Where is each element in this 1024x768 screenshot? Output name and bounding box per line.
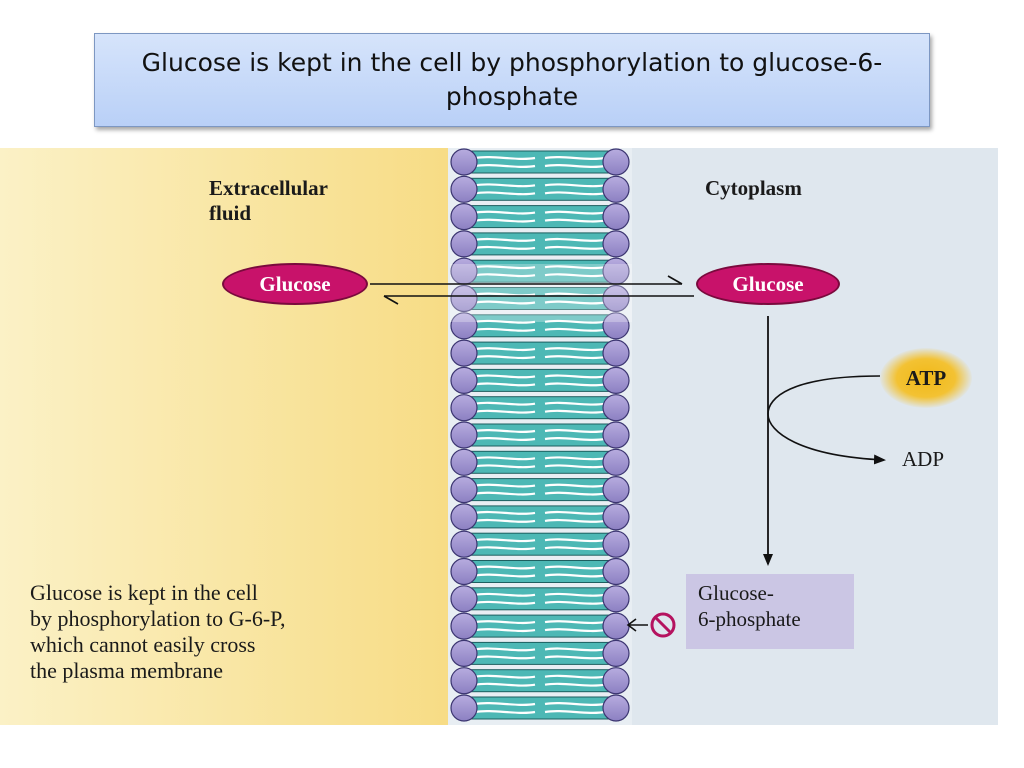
lipid-row — [450, 257, 630, 285]
lipid-row — [450, 612, 630, 640]
lipid-row — [450, 394, 630, 422]
glucose-inside-pill: Glucose — [696, 263, 840, 305]
lipid-row — [450, 448, 630, 476]
extracellular-label-line2: fluid — [209, 201, 252, 225]
lipid-row — [450, 585, 630, 613]
g6p-line1: Glucose- — [698, 581, 774, 605]
diagram-graphics — [0, 148, 998, 725]
lipid-row — [450, 202, 630, 231]
lipid-row — [450, 694, 630, 722]
caption-line-2: by phosphorylation to G-6-P, — [30, 606, 286, 631]
cytoplasm-label: Cytoplasm — [705, 176, 802, 200]
lipid-bilayer — [450, 148, 630, 722]
lipid-row — [450, 230, 630, 258]
lipid-row — [450, 476, 630, 504]
lipid-row — [450, 175, 630, 203]
caption: Glucose is kept in the cell by phosphory… — [30, 580, 410, 684]
lipid-row — [450, 530, 630, 558]
atp-badge: ATP — [880, 348, 972, 408]
lipid-row — [450, 284, 630, 313]
glucose-outside-pill: Glucose — [222, 263, 368, 305]
lipid-row — [450, 339, 630, 367]
extracellular-region — [0, 148, 450, 725]
caption-line-4: the plasma membrane — [30, 658, 224, 683]
lipid-row — [450, 312, 630, 340]
membrane-diagram: Extracellular fluid Cytoplasm Glucose Gl… — [0, 148, 998, 725]
lipid-row — [450, 667, 630, 695]
lipid-row — [450, 557, 630, 586]
prohibition-icon — [650, 612, 676, 638]
slide-title: Glucose is kept in the cell by phosphory… — [141, 48, 883, 111]
lipid-row — [450, 366, 630, 394]
double-arrow-icon — [370, 275, 694, 305]
caption-line-1: Glucose is kept in the cell — [30, 580, 258, 605]
lipid-row — [450, 148, 630, 176]
extracellular-label: Extracellular fluid — [209, 176, 328, 226]
atp-adp-curve-arrow — [767, 375, 886, 465]
lipid-row — [450, 421, 630, 449]
extracellular-label-line1: Extracellular — [209, 176, 328, 200]
caption-line-3: which cannot easily cross — [30, 632, 256, 657]
adp-label: ADP — [902, 447, 945, 471]
slide-title-box: Glucose is kept in the cell by phosphory… — [94, 33, 930, 127]
g6p-line2: 6-phosphate — [698, 607, 801, 631]
glucose-6-phosphate-box: Glucose- 6-phosphate — [686, 574, 854, 649]
lipid-row — [450, 503, 630, 531]
glucose-transporter-channel — [450, 264, 632, 322]
lipid-row — [450, 639, 630, 667]
blocked-crossing — [626, 612, 676, 638]
